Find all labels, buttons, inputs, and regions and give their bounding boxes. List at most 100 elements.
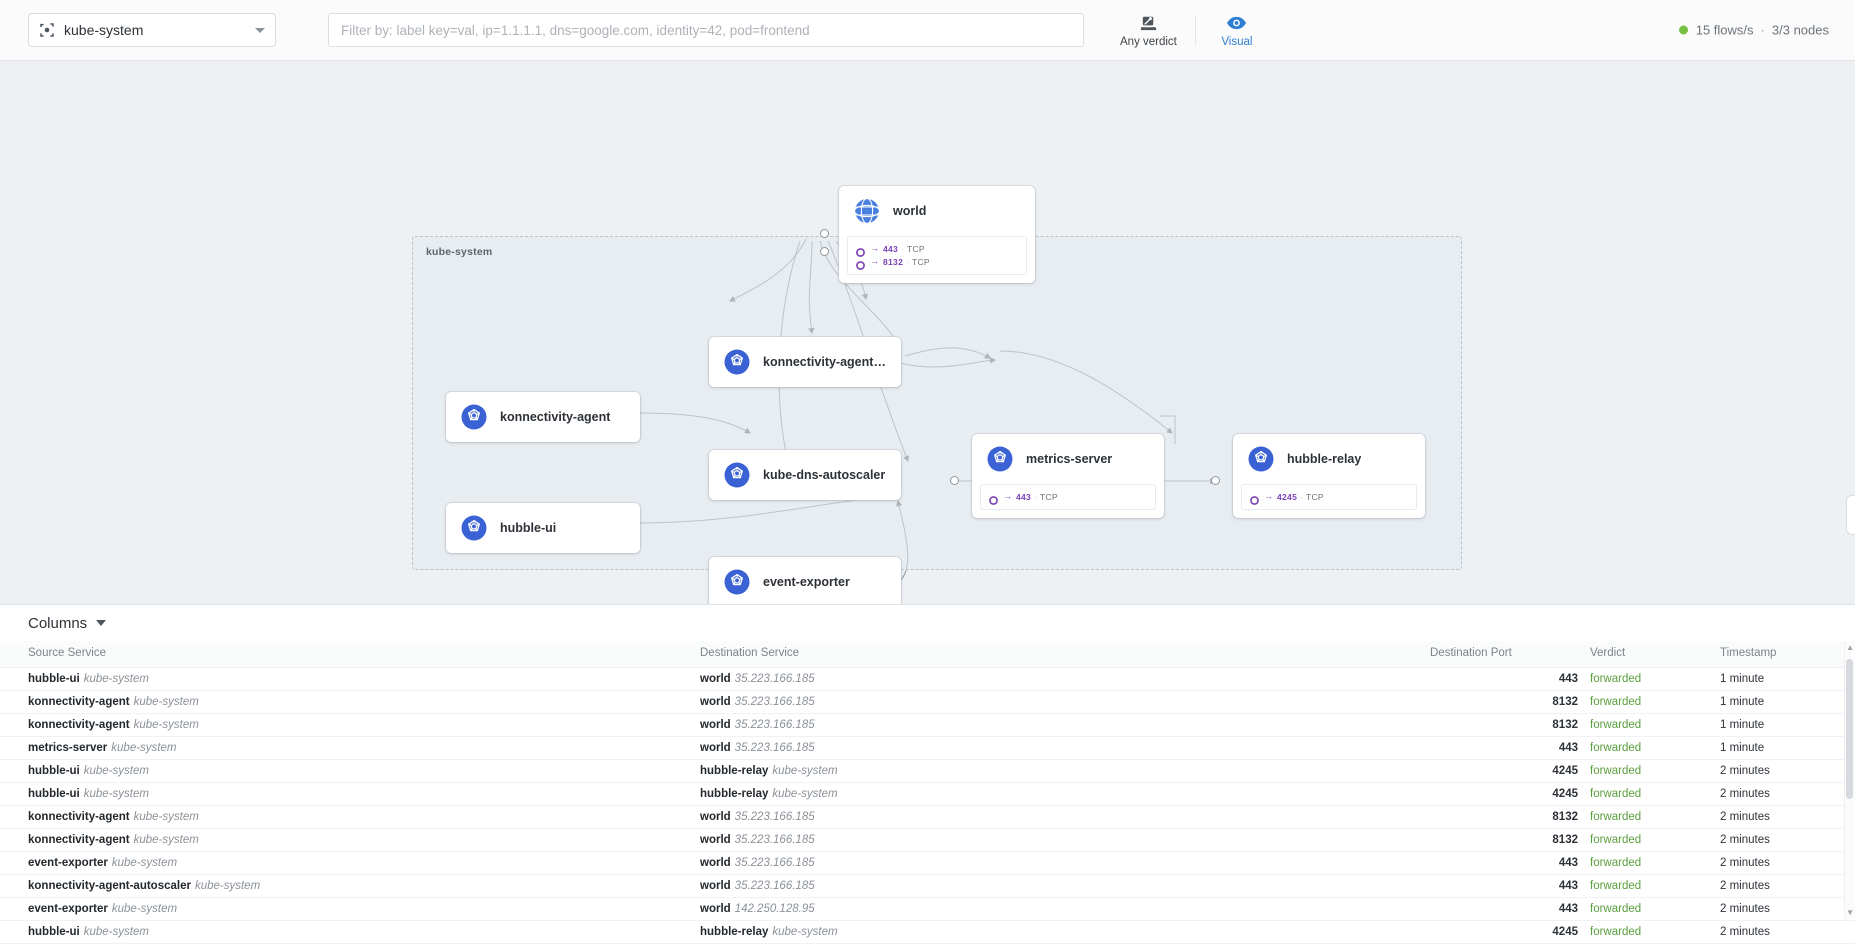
source-service-name: konnectivity-agent-autoscaler bbox=[28, 880, 191, 892]
destination-namespace: 35.223.166.185 bbox=[734, 857, 815, 869]
cell-verdict: forwarded bbox=[1590, 713, 1720, 737]
graph-node-event-exporter[interactable]: event-exporter bbox=[709, 557, 901, 604]
destination-service-name: world bbox=[700, 719, 731, 731]
cell-timestamp: 2 minutes bbox=[1720, 897, 1855, 921]
status-dot-icon bbox=[1678, 25, 1688, 35]
destination-namespace: 35.223.166.185 bbox=[734, 880, 815, 892]
port-dot: · bbox=[901, 243, 904, 254]
th-verdict[interactable]: Verdict bbox=[1590, 641, 1720, 668]
visual-button[interactable]: Visual bbox=[1200, 13, 1274, 48]
flows-panel-header: Columns bbox=[0, 605, 1855, 641]
cell-destination-port: 8132 bbox=[1430, 828, 1590, 852]
destination-service-name: hubble-relay bbox=[700, 788, 769, 800]
cell-verdict: forwarded bbox=[1590, 828, 1720, 852]
cell-timestamp: 1 minute bbox=[1720, 713, 1855, 737]
destination-namespace: kube-system bbox=[772, 926, 838, 938]
source-namespace: kube-system bbox=[133, 811, 199, 823]
namespace-brackets-icon bbox=[39, 22, 55, 38]
table-header-row: Source Service Destination Service Desti… bbox=[0, 641, 1855, 668]
verdict-badge: forwarded bbox=[1590, 719, 1642, 731]
graph-node-konnectivity-agent-autoscaler[interactable]: konnectivity-agent-autosc... bbox=[709, 337, 901, 387]
graph-node-konnectivity-agent[interactable]: konnectivity-agent bbox=[446, 392, 640, 442]
cell-destination-port: 4245 bbox=[1430, 782, 1590, 806]
port-dot: · bbox=[906, 256, 909, 267]
any-verdict-button[interactable]: Any verdict bbox=[1106, 13, 1191, 48]
cell-verdict: forwarded bbox=[1590, 690, 1720, 714]
destination-service-name: world bbox=[700, 673, 731, 685]
source-service-name: hubble-ui bbox=[28, 673, 80, 685]
cell-verdict: forwarded bbox=[1590, 667, 1720, 691]
globe-icon bbox=[853, 197, 881, 225]
visual-label: Visual bbox=[1221, 35, 1253, 48]
port-dot: · bbox=[1034, 491, 1037, 502]
edge-handle[interactable] bbox=[950, 476, 959, 485]
graph-node-world[interactable]: world → 443 · TCP → 8132 · TCP bbox=[839, 186, 1035, 283]
scroll-down-icon[interactable]: ▼ bbox=[1846, 908, 1854, 917]
cell-destination-port: 443 bbox=[1430, 874, 1590, 898]
scroll-up-icon[interactable]: ▲ bbox=[1846, 643, 1854, 652]
node-title: hubble-relay bbox=[1287, 452, 1362, 466]
cell-destination-port: 8132 bbox=[1430, 713, 1590, 737]
port-circle-icon bbox=[856, 244, 865, 257]
port-number: 443 bbox=[1016, 491, 1032, 502]
source-service-name: hubble-ui bbox=[28, 765, 80, 777]
cell-timestamp: 1 minute bbox=[1720, 736, 1855, 760]
th-source-service[interactable]: Source Service bbox=[0, 641, 700, 668]
destination-service-name: world bbox=[700, 834, 731, 846]
edge-handle[interactable] bbox=[820, 229, 829, 238]
th-timestamp[interactable]: Timestamp bbox=[1720, 641, 1855, 668]
th-destination-port[interactable]: Destination Port bbox=[1430, 641, 1590, 668]
destination-namespace: 142.250.128.95 bbox=[734, 903, 815, 915]
destination-namespace: kube-system bbox=[772, 765, 838, 777]
verdict-badge: forwarded bbox=[1590, 926, 1642, 938]
kubernetes-icon bbox=[986, 445, 1014, 473]
verdict-badge: forwarded bbox=[1590, 788, 1642, 800]
columns-button[interactable]: Columns bbox=[28, 615, 107, 632]
verdict-badge: forwarded bbox=[1590, 765, 1642, 777]
cell-destination-port: 443 bbox=[1430, 851, 1590, 875]
table-scrollbar[interactable]: ▲ ▼ bbox=[1844, 641, 1855, 919]
graph-node-hubble-ui[interactable]: hubble-ui bbox=[446, 503, 640, 553]
th-destination-service[interactable]: Destination Service bbox=[700, 641, 1430, 668]
verdict-badge: forwarded bbox=[1590, 696, 1642, 708]
side-drawer-handle[interactable] bbox=[1846, 495, 1855, 535]
cell-destination-port: 443 bbox=[1430, 667, 1590, 691]
filter-field[interactable] bbox=[328, 13, 1084, 47]
cell-timestamp: 1 minute bbox=[1720, 667, 1855, 691]
graph-node-kube-dns-autoscaler[interactable]: kube-dns-autoscaler bbox=[709, 450, 901, 500]
nodes-count: 3/3 nodes bbox=[1771, 22, 1829, 38]
table-scrollbar-thumb[interactable] bbox=[1846, 659, 1853, 799]
filter-input[interactable] bbox=[341, 22, 1071, 38]
graph-node-hubble-relay[interactable]: hubble-relay → 4245 · TCP bbox=[1233, 434, 1425, 518]
service-map-canvas[interactable]: kube-system world bbox=[0, 61, 1855, 604]
flows-table: Source Service Destination Service Desti… bbox=[0, 641, 1855, 944]
verdict-badge: forwarded bbox=[1590, 903, 1642, 915]
edge-handle[interactable] bbox=[1211, 476, 1220, 485]
destination-namespace: 35.223.166.185 bbox=[734, 719, 815, 731]
namespace-select[interactable]: kube-system bbox=[28, 13, 276, 47]
port-protocol: TCP bbox=[906, 243, 925, 254]
cell-verdict: forwarded bbox=[1590, 805, 1720, 829]
edge-handle[interactable] bbox=[820, 247, 829, 256]
graph-node-metrics-server[interactable]: metrics-server → 443 · TCP bbox=[972, 434, 1164, 518]
any-verdict-label: Any verdict bbox=[1120, 35, 1177, 48]
